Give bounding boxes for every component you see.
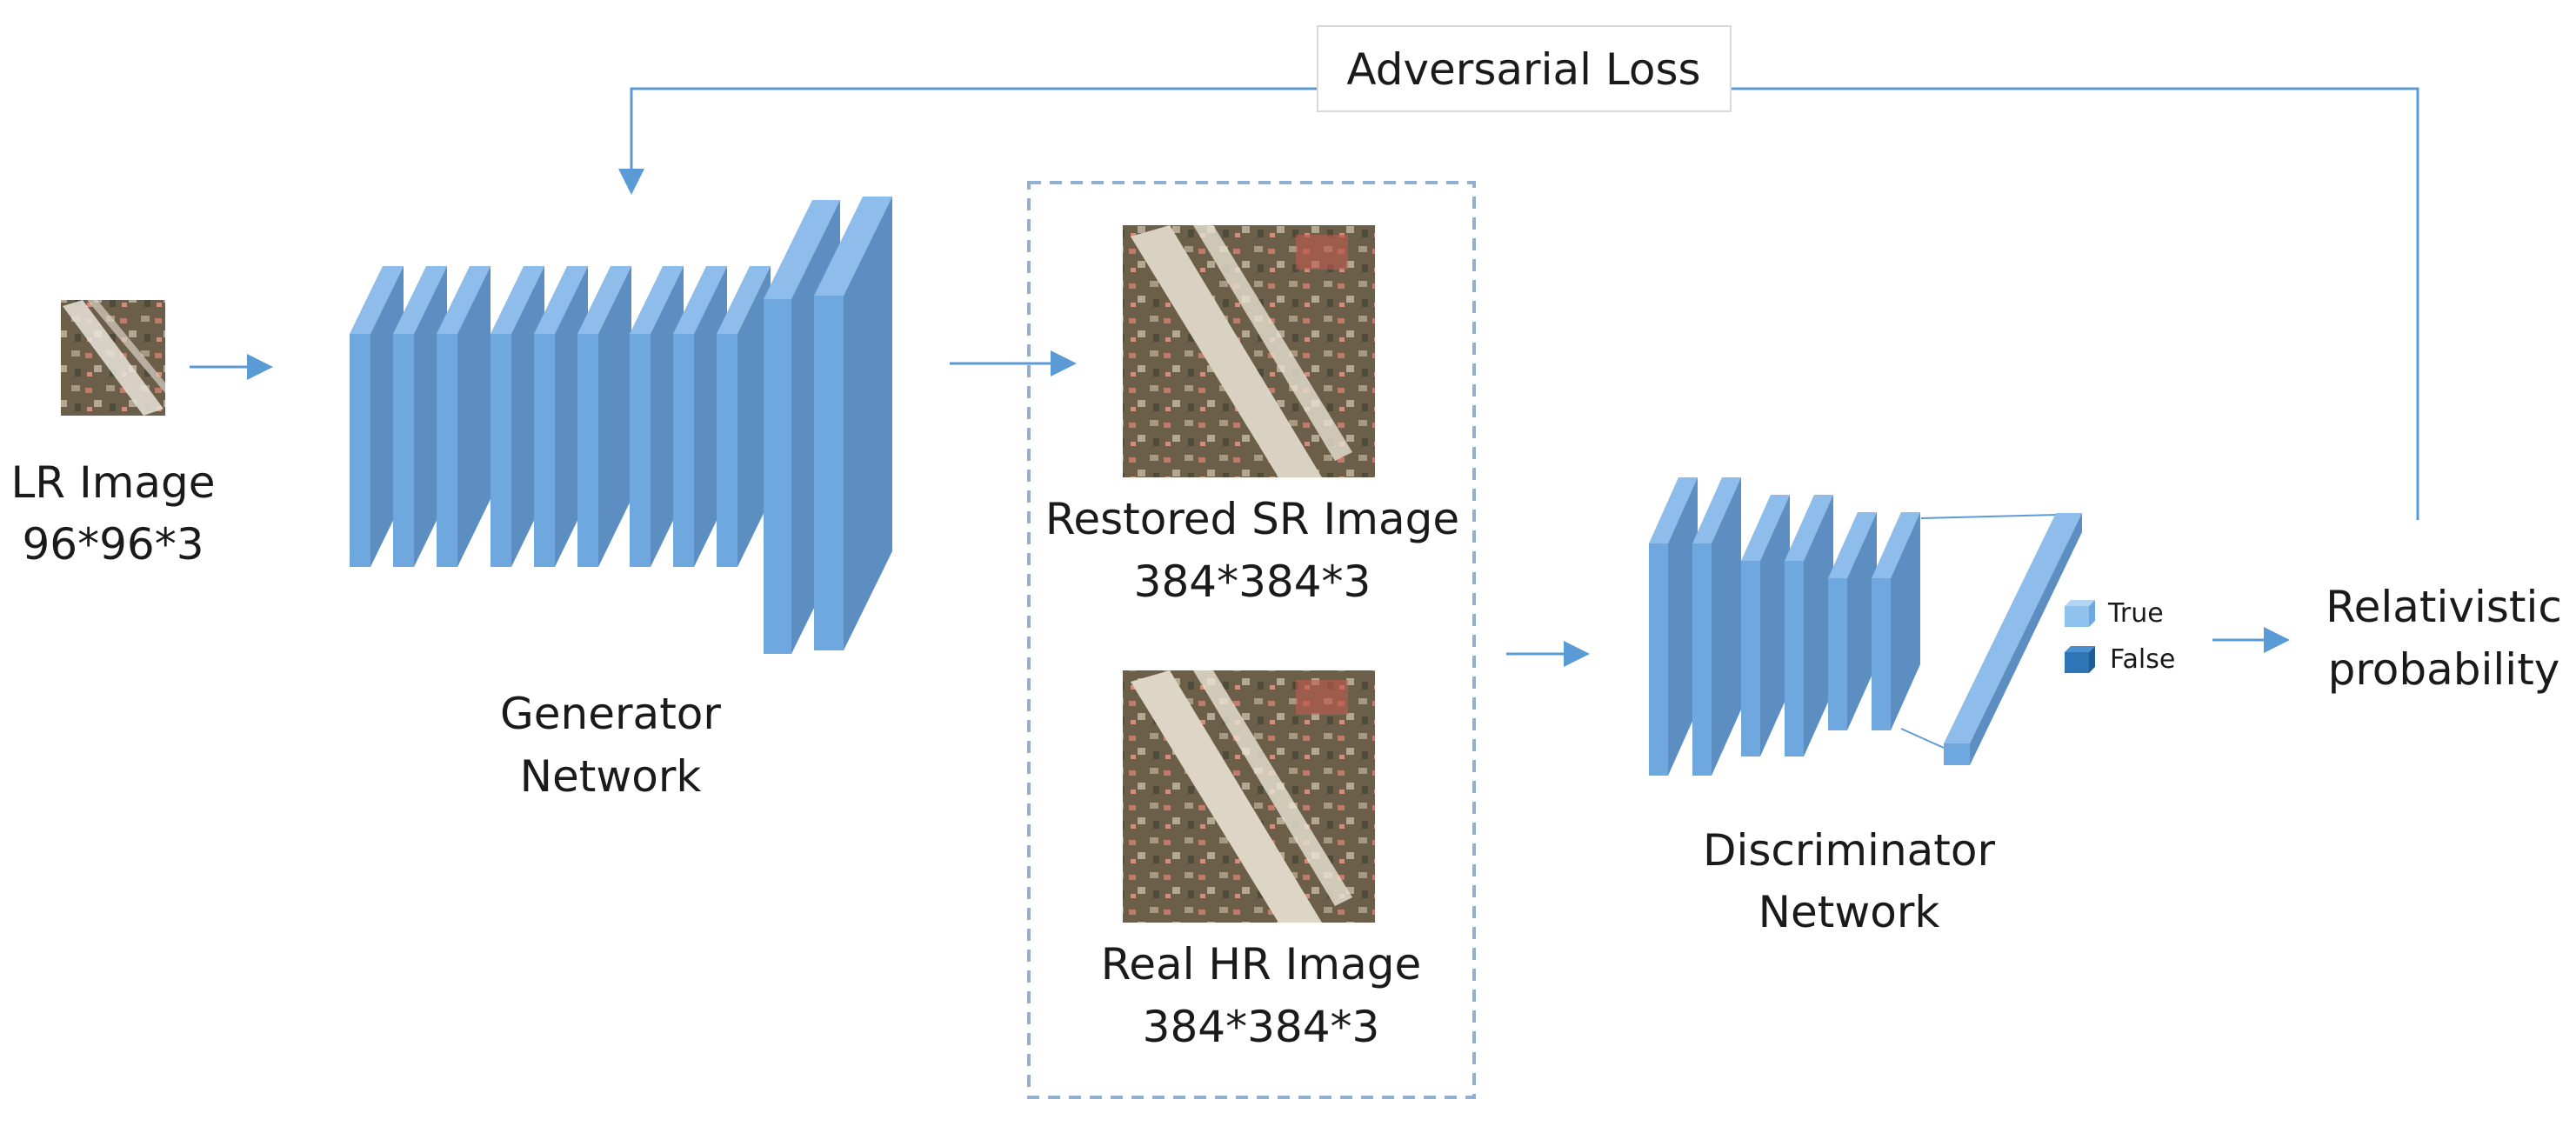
real-hr-image-label: Real HR Image bbox=[1101, 939, 1422, 990]
discriminator-layer bbox=[1649, 477, 1698, 776]
false-swatch-icon bbox=[2065, 646, 2095, 673]
lr-image-size: 96*96*3 bbox=[22, 519, 204, 570]
discriminator-layer bbox=[1785, 495, 1833, 756]
generator-label-line1: Generator bbox=[500, 689, 721, 739]
feedback-path bbox=[1731, 87, 2419, 520]
discriminator-network bbox=[1649, 477, 1920, 776]
image-comparison-box bbox=[1027, 181, 1476, 1099]
legend-false-label: False bbox=[2110, 644, 2175, 675]
restored-sr-image-group: Restored SR Image 384*384*3 bbox=[1045, 225, 1459, 607]
restored-sr-image-thumbnail bbox=[1123, 225, 1375, 477]
lr-image-thumbnail bbox=[61, 300, 165, 416]
discriminator-layer bbox=[1872, 512, 1920, 730]
output-label-line2: probability bbox=[2328, 644, 2560, 695]
generator-layer bbox=[577, 266, 631, 567]
discriminator-output-layer bbox=[1900, 513, 2082, 765]
real-hr-image-thumbnail bbox=[1123, 670, 1375, 923]
real-hr-image-size: 384*384*3 bbox=[1143, 1002, 1380, 1052]
discriminator-label-line2: Network bbox=[1758, 887, 1940, 937]
lr-image-label: LR Image bbox=[10, 457, 215, 508]
generator-network bbox=[350, 197, 892, 654]
discriminator-layer bbox=[1692, 477, 1741, 776]
output-legend: True False bbox=[2065, 598, 2175, 675]
adversarial-loss-label: Adversarial Loss bbox=[1346, 44, 1700, 95]
discriminator-layer bbox=[1828, 512, 1877, 730]
generator-layer bbox=[437, 266, 491, 567]
output-label-line1: Relativistic bbox=[2326, 582, 2562, 632]
discriminator-layer bbox=[1741, 495, 1790, 756]
restored-sr-image-label: Restored SR Image bbox=[1045, 494, 1459, 544]
discriminator-label-line1: Discriminator bbox=[1703, 825, 1996, 876]
restored-sr-image-size: 384*384*3 bbox=[1134, 557, 1371, 607]
generator-layer bbox=[717, 266, 771, 567]
arrow-down-icon bbox=[618, 87, 1318, 195]
real-hr-image-group: Real HR Image 384*384*3 bbox=[1101, 670, 1422, 1052]
lr-image-group: LR Image 96*96*3 bbox=[10, 300, 216, 570]
generator-label-line2: Network bbox=[520, 751, 702, 802]
true-swatch-icon bbox=[2065, 600, 2095, 627]
legend-true-label: True bbox=[2107, 598, 2164, 629]
adversarial-loss-box bbox=[1317, 25, 1732, 112]
generator-layer-large bbox=[814, 197, 892, 650]
